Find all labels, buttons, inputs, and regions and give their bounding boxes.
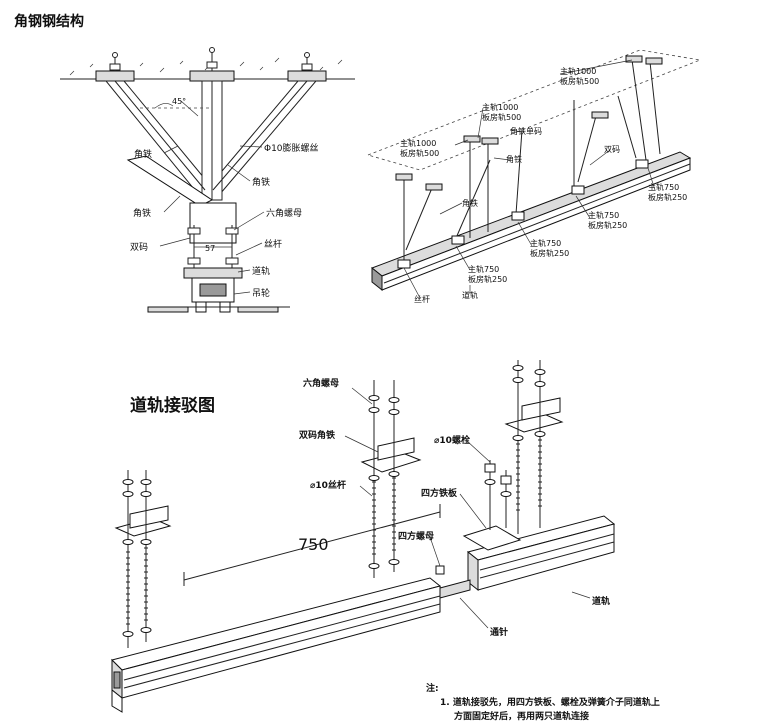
dim-750: 750 <box>298 535 329 554</box>
right-rail <box>466 515 616 592</box>
note-title: 注: <box>426 682 439 694</box>
left-rail <box>111 577 442 713</box>
note-line-2: 方面固定好后，再用两只道轨连接 <box>454 710 589 722</box>
iso-label-z6a: 主轨750 <box>530 238 561 248</box>
dim-57: 57 <box>205 244 215 253</box>
section1-title: 角钢钢结构 <box>14 13 84 30</box>
iso-label-danma: 角铁单码 <box>510 126 542 136</box>
iso-label-z4a: 主轨750 <box>648 182 679 192</box>
note-line-1: 1. 道轨接驳先，用四方铁板、螺栓及弹簧介子同道轨上 <box>440 696 660 708</box>
floor-left <box>147 306 189 313</box>
threaded-rods <box>187 225 239 270</box>
iso-hangers <box>403 59 661 262</box>
label-track-2: 道轨 <box>592 595 610 607</box>
rail-profile <box>183 267 243 313</box>
iso-label-shuangma: 双码 <box>604 145 620 154</box>
label-expansion-bolt: Φ10膨胀螺丝 <box>264 142 319 154</box>
iso-label-z3b: 板房轨500 <box>400 148 439 158</box>
label-bolt-10: ⌀10螺栓 <box>434 434 470 446</box>
iso-label-z4b: 板房轨250 <box>648 192 687 202</box>
isometric-view-diagram: 主轨1000 板房轨500 主轨1000 板房轨500 角铁单码 主轨1000 … <box>366 49 702 304</box>
iso-label-jiaotie-b: 角铁 <box>462 198 478 208</box>
iso-label-z7b: 板房轨250 <box>468 274 507 284</box>
ceiling-plane <box>366 49 702 171</box>
middle-bracket-assembly <box>360 380 422 578</box>
iso-label-rod: 丝杆 <box>414 294 430 304</box>
iso-label-jiaotie: 角铁 <box>506 154 522 164</box>
section2-title: 道轨接驳图 <box>130 395 215 416</box>
label-hex-nut-2: 六角螺母 <box>303 377 339 389</box>
iso-label-z1a: 主轨1000 <box>560 66 596 76</box>
expansion-bolts <box>109 47 313 71</box>
iso-label-z6b: 板房轨250 <box>530 248 569 258</box>
label-square-plate: 四方铁板 <box>421 487 458 499</box>
iso-clamps <box>395 55 663 269</box>
square-nut <box>435 565 445 575</box>
right-bracket-assembly <box>504 360 564 534</box>
iso-label-z5a: 主轨750 <box>588 210 619 220</box>
square-plate <box>462 525 522 551</box>
joint-pin <box>439 579 471 599</box>
iso-label-z7a: 主轨750 <box>468 264 499 274</box>
double-clamp <box>189 202 237 244</box>
label-double-clamp: 双码 <box>130 242 148 253</box>
rail-joint-diagram: 750 六角螺母 双码角铁 ⌀10螺栓 ⌀10丝杆 四方铁板 四方螺母 道轨 通… <box>111 360 616 713</box>
iso-label-z2a: 主轨1000 <box>482 102 518 112</box>
angle-iron-members <box>104 80 318 201</box>
label-pin: 通针 <box>490 626 508 638</box>
label-square-nut: 四方螺母 <box>398 530 434 542</box>
left-bracket-assembly <box>114 470 172 648</box>
iso-label-z5b: 板房轨250 <box>588 220 627 230</box>
label-double-angle: 双码角铁 <box>299 429 335 441</box>
label-jiaotie-1: 角铁 <box>134 148 152 160</box>
iso-label-z1b: 板房轨500 <box>560 76 599 86</box>
top-plate-center <box>189 70 235 82</box>
lower-brace <box>126 155 213 207</box>
front-view-diagram: 57 45° 角铁 Φ10膨胀螺丝 角铁 角铁 <box>60 47 355 313</box>
label-jiaotie-2: 角铁 <box>252 176 270 188</box>
plate-bolts <box>484 460 512 530</box>
label-rod: 丝杆 <box>264 238 282 250</box>
dim-750-line <box>183 511 441 581</box>
iso-label-track: 道轨 <box>462 290 478 300</box>
angle-arc <box>154 103 174 109</box>
top-plate-right <box>287 70 327 82</box>
label-hex-nut: 六角螺母 <box>266 207 302 219</box>
label-jiaotie-3: 角铁 <box>133 207 151 219</box>
iso-label-z3a: 主轨1000 <box>400 138 436 148</box>
label-rod-10: ⌀10丝杆 <box>310 479 346 491</box>
iso-leaders <box>403 59 656 299</box>
iso-rail-beam <box>371 151 692 292</box>
label-angle: 45° <box>172 97 186 106</box>
iso-label-z2b: 板房轨500 <box>482 112 521 122</box>
front-view-leaders <box>159 100 265 295</box>
label-wheel: 吊轮 <box>252 287 270 299</box>
label-track: 道轨 <box>252 265 270 277</box>
floor-right <box>237 306 279 313</box>
top-plate-left <box>95 70 135 82</box>
joint-leaders <box>344 387 591 629</box>
